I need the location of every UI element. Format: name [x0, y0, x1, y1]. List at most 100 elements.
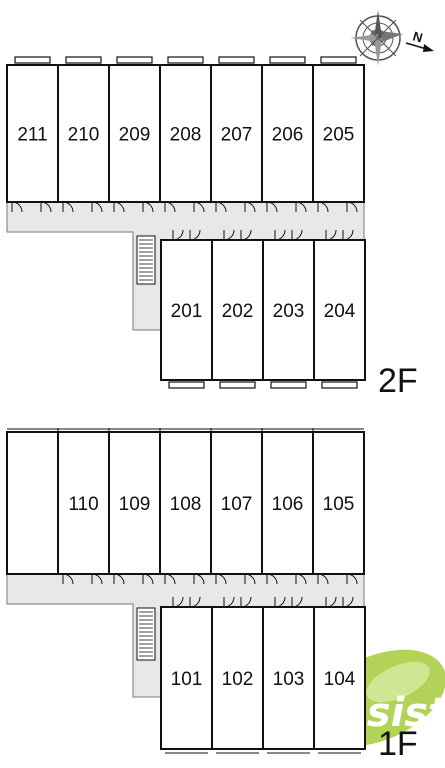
- unit-room: [210, 64, 263, 203]
- door-icon: [189, 229, 201, 241]
- balcony-rail: [14, 56, 51, 64]
- door-icon: [342, 229, 354, 241]
- door-icon: [215, 573, 227, 585]
- door-icon: [164, 201, 176, 213]
- compass-north-label: N: [411, 28, 424, 45]
- unit-room: [261, 431, 314, 575]
- unit-room: [159, 431, 212, 575]
- unit-room: [160, 239, 213, 381]
- unit-number: 208: [170, 125, 202, 146]
- door-icon: [295, 201, 307, 213]
- door-icon: [240, 229, 252, 241]
- door-icon: [342, 596, 354, 608]
- floor-label: 2F: [378, 362, 418, 400]
- compass-icon: N: [350, 10, 434, 66]
- unit-number: 205: [323, 125, 355, 146]
- unit-number: 204: [324, 301, 356, 322]
- unit-room: [159, 64, 212, 203]
- unit-number: 207: [221, 125, 253, 146]
- door-icon: [11, 201, 23, 213]
- floor-label: 1F: [378, 725, 418, 763]
- balcony-rail: [65, 56, 102, 64]
- balcony-rail: [269, 56, 306, 64]
- unit-room: [313, 239, 366, 381]
- unit-number: 108: [170, 494, 202, 515]
- door-icon: [215, 201, 227, 213]
- door-icon: [325, 596, 337, 608]
- balcony-rail: [270, 381, 307, 389]
- door-icon: [317, 573, 329, 585]
- unit-number: 101: [171, 669, 203, 690]
- door-icon: [274, 229, 286, 241]
- unit-room: [211, 606, 264, 750]
- unit-number: 206: [272, 125, 304, 146]
- unit-room: [108, 431, 161, 575]
- door-icon: [62, 201, 74, 213]
- stairs-icon: [136, 607, 156, 661]
- door-icon: [346, 201, 358, 213]
- door-icon: [223, 596, 235, 608]
- unit-number: 210: [68, 125, 100, 146]
- unit-room: [210, 431, 263, 575]
- door-icon: [113, 201, 125, 213]
- door-icon: [164, 573, 176, 585]
- balcony-rail: [219, 381, 256, 389]
- unit-number: 110: [68, 494, 98, 515]
- door-icon: [142, 573, 154, 585]
- door-icon: [193, 201, 205, 213]
- balcony-rail: [218, 56, 255, 64]
- door-icon: [266, 573, 278, 585]
- balcony-rail: [321, 381, 358, 389]
- door-icon: [325, 229, 337, 241]
- door-icon: [172, 596, 184, 608]
- door-icon: [291, 596, 303, 608]
- unit-number: 102: [222, 669, 254, 690]
- door-icon: [346, 573, 358, 585]
- unit-number: 107: [221, 494, 253, 515]
- door-icon: [193, 573, 205, 585]
- door-icon: [244, 573, 256, 585]
- balcony-rail: [167, 56, 204, 64]
- unit-number: 103: [273, 669, 305, 690]
- storage-room: [6, 431, 59, 575]
- door-icon: [91, 573, 103, 585]
- unit-room: [211, 239, 264, 381]
- door-icon: [172, 229, 184, 241]
- unit-number: 104: [324, 669, 356, 690]
- unit-number: 106: [272, 494, 304, 515]
- door-icon: [291, 229, 303, 241]
- unit-number: 202: [222, 301, 254, 322]
- door-icon: [295, 573, 307, 585]
- unit-room: [312, 64, 365, 203]
- door-icon: [244, 201, 256, 213]
- door-icon: [62, 573, 74, 585]
- floor-2f: 211 210 209 208 207 206 205 201 202 203 204 2F: [6, 56, 418, 400]
- unit-number: 211: [17, 125, 47, 146]
- door-icon: [274, 596, 286, 608]
- unit-number: 203: [273, 301, 305, 322]
- unit-room: [160, 606, 213, 750]
- unit-number: 109: [119, 494, 151, 515]
- door-icon: [240, 596, 252, 608]
- door-icon: [40, 201, 52, 213]
- balcony-rail: [320, 56, 357, 64]
- door-icon: [91, 201, 103, 213]
- door-icon: [142, 201, 154, 213]
- unit-room: [262, 606, 315, 750]
- door-icon: [113, 573, 125, 585]
- unit-number: 209: [119, 125, 151, 146]
- door-icon: [223, 229, 235, 241]
- unit-number: 201: [171, 301, 203, 322]
- unit-room: [6, 64, 59, 203]
- balcony-rail: [168, 381, 205, 389]
- unit-room: [57, 64, 110, 203]
- door-icon: [189, 596, 201, 608]
- unit-room: [312, 431, 365, 575]
- unit-room: [262, 239, 315, 381]
- door-icon: [266, 201, 278, 213]
- door-icon: [317, 201, 329, 213]
- unit-room: [313, 606, 366, 750]
